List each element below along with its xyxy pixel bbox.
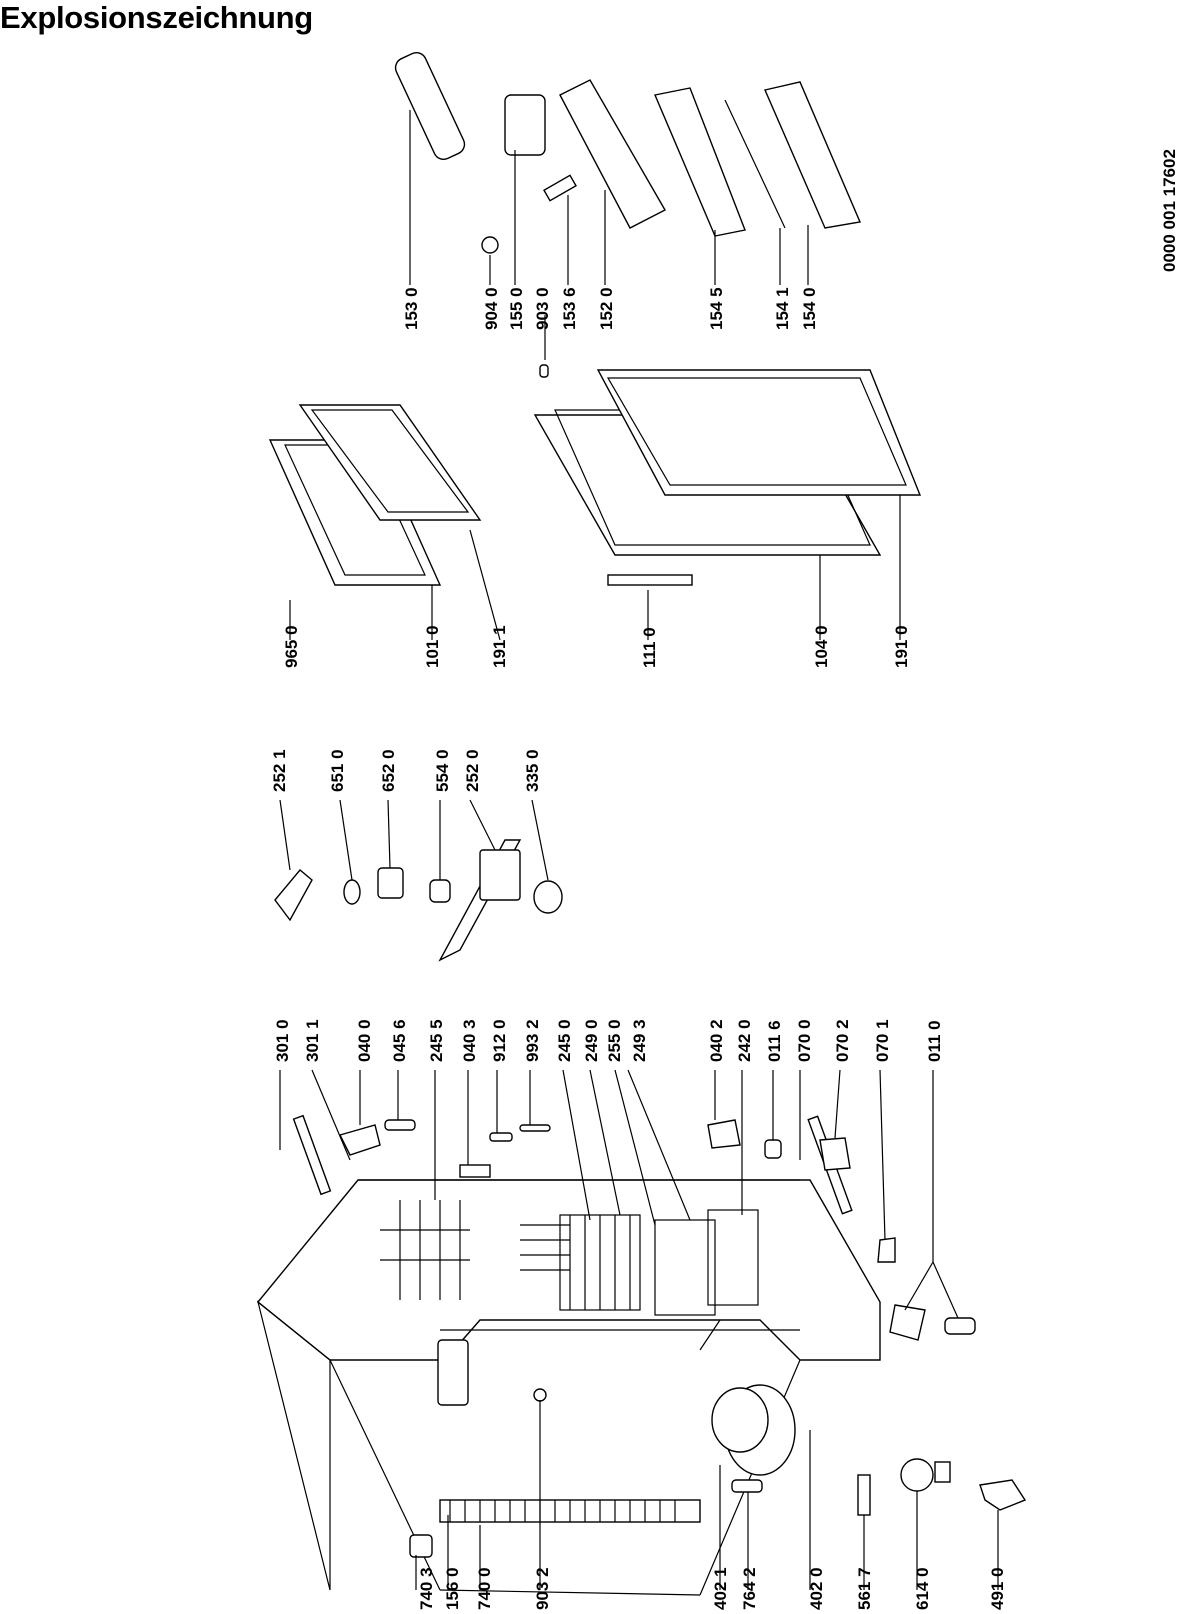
part-label-011-0: 011 0 xyxy=(925,1020,944,1062)
part-label-101-0: 101 0 xyxy=(423,625,442,668)
part-label-335-0: 335 0 xyxy=(523,749,542,792)
part-label-903-0: 903 0 xyxy=(533,287,552,330)
part-label-255-0: 255 0 xyxy=(605,1019,624,1062)
small-parts xyxy=(338,1119,1027,1558)
part-label-740-3: 740 3 xyxy=(417,1567,436,1610)
page-title: Explosionszeichnung xyxy=(0,0,313,35)
control-assembly xyxy=(274,839,563,962)
part-label-070-1: 070 1 xyxy=(873,1019,892,1062)
part-label-904-0: 904 0 xyxy=(482,287,501,330)
part-label-242-0: 242 0 xyxy=(735,1019,754,1062)
door-shelves xyxy=(394,51,861,378)
part-label-154-1: 154 1 xyxy=(773,287,792,330)
part-label-245-5: 245 5 xyxy=(427,1019,446,1062)
part-label-070-0: 070 0 xyxy=(795,1019,814,1062)
part-label-191-1: 191 1 xyxy=(490,625,509,668)
part-label-252-0: 252 0 xyxy=(463,749,482,792)
part-label-301-1: 301 1 xyxy=(303,1019,322,1062)
part-label-651-0: 651 0 xyxy=(328,749,347,792)
doors xyxy=(268,369,922,586)
part-label-740-0: 740 0 xyxy=(475,1567,494,1610)
leader-lines xyxy=(279,110,999,1590)
part-label-011-6: 011 6 xyxy=(765,1020,784,1062)
part-label-245-0: 245 0 xyxy=(555,1019,574,1062)
cabinet-body xyxy=(256,1114,881,1596)
part-label-155-0: 155 0 xyxy=(507,287,526,330)
part-label-040-0: 040 0 xyxy=(355,1019,374,1062)
part-label-040-3: 040 3 xyxy=(460,1019,479,1062)
part-label-040-2: 040 2 xyxy=(707,1019,726,1062)
part-label-491-0: 491 0 xyxy=(988,1567,1007,1610)
part-label-191-0: 191 0 xyxy=(892,625,911,668)
part-label-045-6: 045 6 xyxy=(390,1019,409,1062)
part-label-652-0: 652 0 xyxy=(379,749,398,792)
part-label-402-0: 402 0 xyxy=(807,1567,826,1610)
part-label-965-0: 965 0 xyxy=(282,625,301,668)
part-label-764-2: 764 2 xyxy=(740,1567,759,1610)
part-label-993-2: 993 2 xyxy=(523,1019,542,1062)
part-label-152-0: 152 0 xyxy=(597,287,616,330)
part-label-903-2: 903 2 xyxy=(533,1567,552,1610)
part-label-561-7: 561 7 xyxy=(855,1567,874,1610)
part-label-614-0: 614 0 xyxy=(913,1567,932,1610)
part-label-153-6: 153 6 xyxy=(560,287,579,330)
part-label-249-3: 249 3 xyxy=(630,1019,649,1062)
part-label-154-0: 154 0 xyxy=(800,287,819,330)
part-label-111-0: 111 0 xyxy=(640,627,659,668)
part-label-156-0: 156 0 xyxy=(443,1567,462,1610)
part-label-252-1: 252 1 xyxy=(270,749,289,792)
part-label-104-0: 104 0 xyxy=(812,625,831,668)
part-labels: 740 3 156 0 740 0 903 2 402 1 764 2 402 0 561 7… xyxy=(270,287,1007,1610)
part-label-153-0: 153 0 xyxy=(402,287,421,330)
part-label-402-1: 402 1 xyxy=(711,1567,730,1610)
part-label-912-0: 912 0 xyxy=(490,1019,509,1062)
part-label-554-0: 554 0 xyxy=(433,749,452,792)
part-label-070-2: 070 2 xyxy=(833,1019,852,1062)
part-label-154-5: 154 5 xyxy=(707,287,726,330)
part-label-249-0: 249 0 xyxy=(582,1019,601,1062)
part-label-301-0: 301 0 xyxy=(273,1019,292,1062)
